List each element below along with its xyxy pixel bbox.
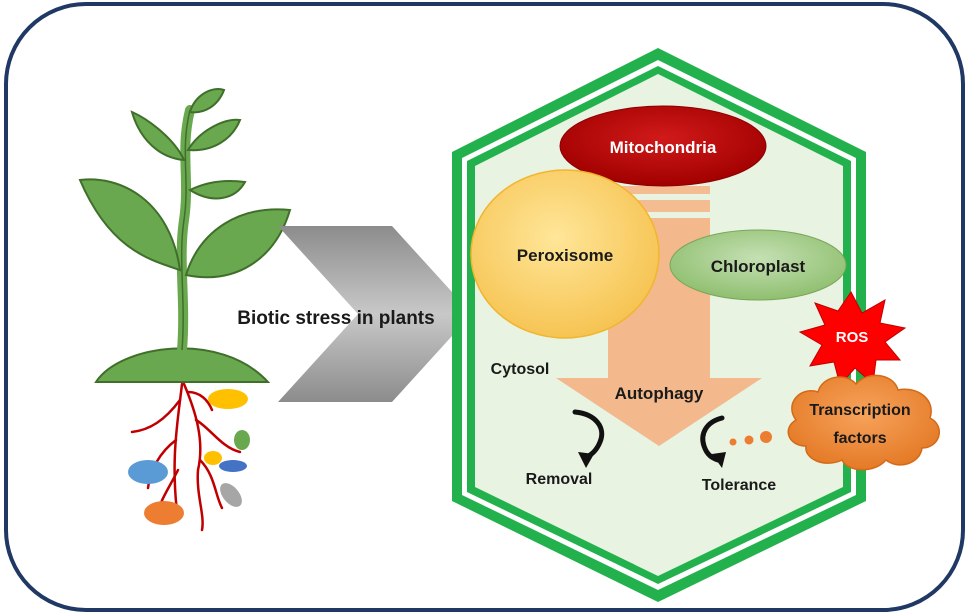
- ros-burst-icon: [798, 291, 907, 387]
- mitochondria-label: Mitochondria: [610, 138, 717, 157]
- ros-label: ROS: [836, 329, 869, 346]
- leaf-icon: [188, 88, 226, 114]
- microbe-icon: [219, 460, 247, 472]
- microbe-icon: [204, 451, 222, 465]
- leaf-icon: [78, 178, 182, 272]
- dotted-link-icon: [729, 431, 772, 446]
- removal-curved-arrow-icon: [572, 409, 605, 468]
- microbe-icon: [144, 501, 184, 525]
- cytosol-label: Cytosol: [491, 361, 550, 378]
- microbe-icon: [128, 460, 168, 484]
- peroxisome-organelle: [470, 169, 660, 339]
- roots-icon: [130, 382, 242, 532]
- microbe-icon: [220, 483, 242, 507]
- tolerance-label: Tolerance: [702, 477, 777, 494]
- chloroplast-organelle: [669, 229, 847, 301]
- plant-icon: [78, 88, 292, 383]
- microbe-icon: [208, 389, 248, 409]
- mitochondria-organelle: [559, 105, 767, 187]
- leaf-icon: [186, 118, 242, 152]
- leaf-icon: [130, 110, 186, 162]
- stress-chevron-arrow: [278, 226, 472, 402]
- microbe-icon: [234, 430, 250, 450]
- tolerance-curved-arrow-icon: [700, 415, 726, 468]
- leaf-icon: [187, 180, 247, 200]
- microbes-icon: [128, 389, 250, 525]
- removal-label: Removal: [526, 471, 593, 488]
- transcription-factors-cloud: [787, 374, 940, 471]
- transcription-label-line1: Transcription: [809, 402, 910, 419]
- chloroplast-label: Chloroplast: [711, 257, 806, 276]
- biotic-stress-label: Biotic stress in plants: [237, 308, 434, 329]
- peroxisome-label: Peroxisome: [517, 246, 613, 265]
- leaf-icon: [184, 208, 292, 279]
- transcription-label-line2: factors: [833, 430, 886, 447]
- autophagy-label: Autophagy: [615, 384, 704, 403]
